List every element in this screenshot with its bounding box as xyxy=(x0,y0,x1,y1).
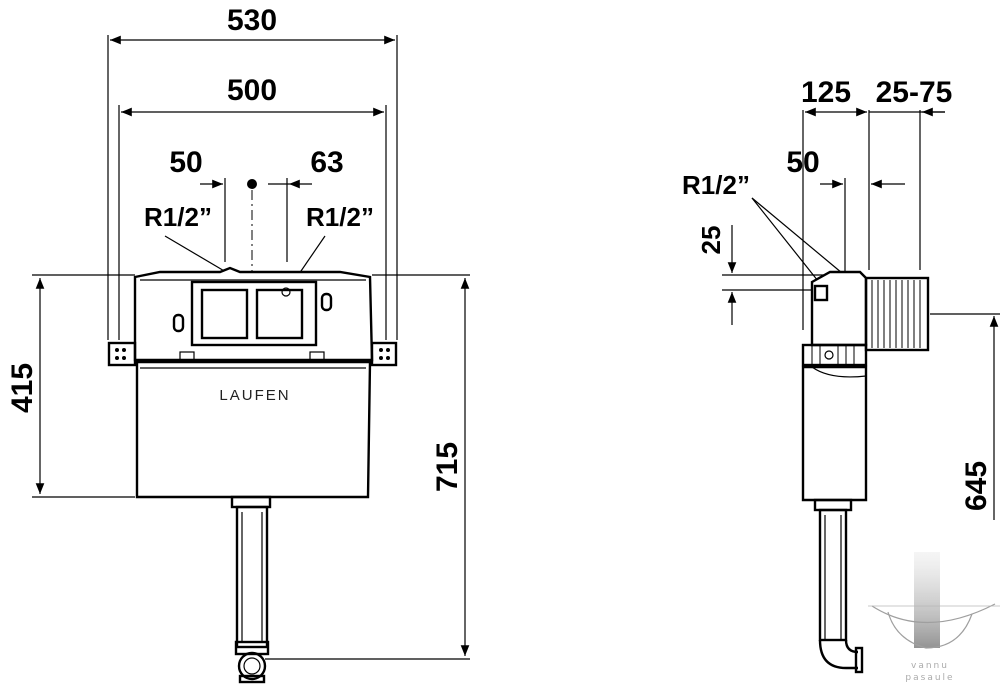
cistern-side xyxy=(801,270,930,674)
watermark-line1: vannu xyxy=(911,661,949,671)
label-left-connection: R1/2” xyxy=(144,202,212,232)
dim-530: 530 xyxy=(107,4,398,340)
front-view: 530 500 50 63 R1/2” R1/2” xyxy=(6,4,470,684)
label-right-connection: R1/2” xyxy=(306,202,374,232)
dim-height-left: 415 xyxy=(6,363,39,413)
dim-right-offset: 63 xyxy=(310,146,343,179)
dim-height: 645 xyxy=(960,461,993,511)
label-side-connection: R1/2” xyxy=(682,170,750,200)
dim-left-offset: 50 xyxy=(169,146,202,179)
dim-715: 715 xyxy=(265,274,470,660)
dim-125-25-75: 125 25-75 xyxy=(801,76,952,330)
dim-width-inner: 500 xyxy=(227,74,277,107)
dim-50-side: 50 xyxy=(786,146,905,272)
dim-offset: 50 xyxy=(786,146,819,179)
dim-small-height: 25 xyxy=(696,226,726,255)
dim-500: 500 xyxy=(118,74,387,340)
dim-415: 415 xyxy=(6,274,135,498)
dim-range: 25-75 xyxy=(876,76,953,109)
watermark-line2: pasaule xyxy=(905,673,954,683)
dim-645: 645 xyxy=(930,313,1000,520)
dim-50-63: 50 63 xyxy=(169,146,344,262)
dim-25: 25 xyxy=(696,225,840,325)
brand-label: LAUFEN xyxy=(219,387,290,404)
dim-height-total: 715 xyxy=(431,442,464,492)
dim-depth: 125 xyxy=(801,76,851,109)
watermark-logo: vannu pasaule xyxy=(868,552,1000,683)
side-view: 125 25-75 50 R1/2” 25 645 xyxy=(682,76,1000,674)
dim-width-outer: 530 xyxy=(227,4,277,37)
cistern-front: LAUFEN xyxy=(107,266,398,684)
